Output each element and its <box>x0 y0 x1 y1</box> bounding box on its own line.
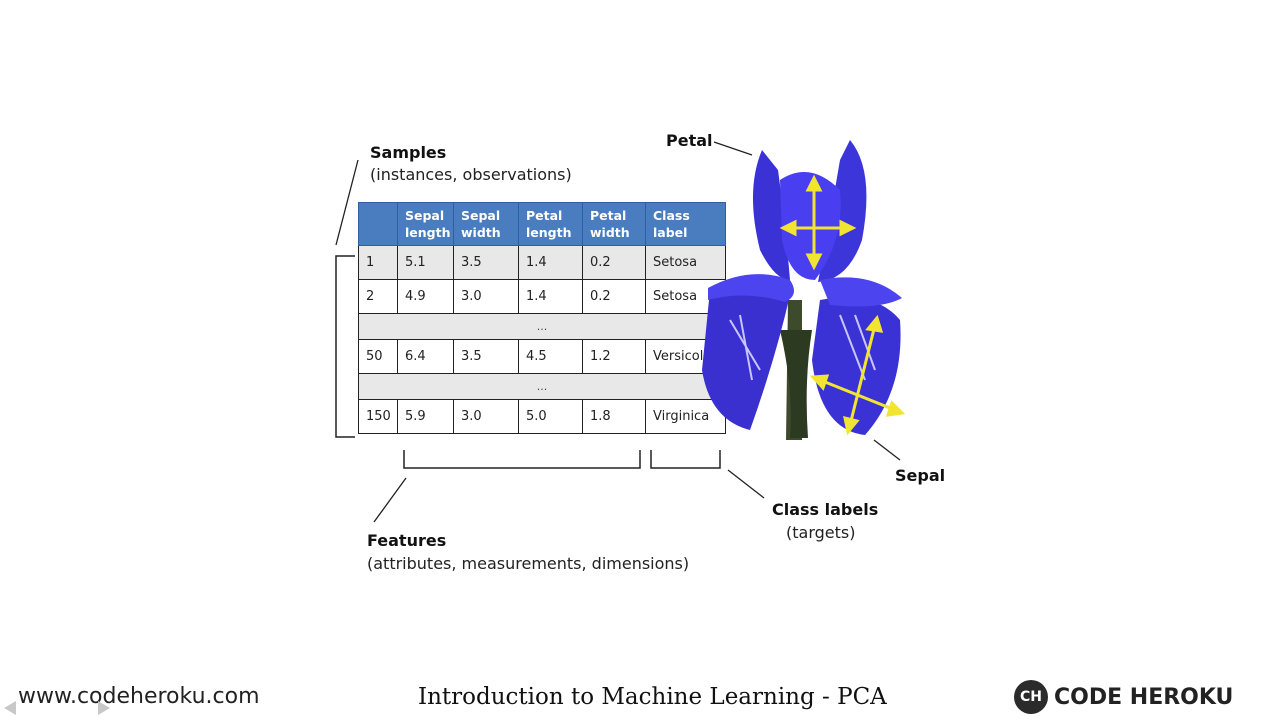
table-cell: 3.5 <box>453 339 519 374</box>
table-row: 1 5.1 3.5 1.4 0.2 Setosa <box>358 245 726 280</box>
features-subtitle: (attributes, measurements, dimensions) <box>367 554 690 573</box>
samples-bracket <box>335 255 355 438</box>
header-sepal-width: Sepal width <box>453 202 519 246</box>
sepal-label: Sepal <box>895 466 946 485</box>
website-link[interactable]: www.codeheroku.com <box>18 684 260 709</box>
table-cell: 2 <box>358 279 398 314</box>
table-ellipsis: ... <box>358 373 726 400</box>
brand-logo-icon: CH <box>1014 680 1048 714</box>
table-cell: Virginica <box>645 399 726 434</box>
table-cell: 6.4 <box>397 339 454 374</box>
header-sepal-length: Sepal length <box>397 202 454 246</box>
class-labels-subtitle: (targets) <box>786 523 856 542</box>
table-cell: 1.2 <box>582 339 646 374</box>
table-cell: 1.8 <box>582 399 646 434</box>
iris-flower-image <box>702 140 906 440</box>
table-cell: 1.4 <box>518 279 583 314</box>
samples-title: Samples <box>370 143 447 162</box>
table-row: 50 6.4 3.5 4.5 1.2 Versicolor <box>358 339 726 374</box>
table-cell: 1.4 <box>518 245 583 280</box>
petal-pointer-line <box>713 141 753 156</box>
table-cell: 0.2 <box>582 279 646 314</box>
table-cell: 3.0 <box>453 279 519 314</box>
header-index <box>358 202 398 246</box>
table-ellipsis-row: ... <box>358 373 726 400</box>
features-title: Features <box>367 531 447 550</box>
sepal-arrows <box>809 314 906 436</box>
table-header-row: Sepal length Sepal width Petal length Pe… <box>358 202 726 246</box>
table-cell: 4.9 <box>397 279 454 314</box>
table-row: 150 5.9 3.0 5.0 1.8 Virginica <box>358 399 726 434</box>
sepal-pointer-line <box>873 439 901 461</box>
samples-pointer-line <box>335 159 359 246</box>
brand-name: CODE HEROKU <box>1054 684 1234 710</box>
petal-label: Petal <box>666 131 713 150</box>
table-cell: 50 <box>358 339 398 374</box>
samples-subtitle: (instances, observations) <box>370 165 572 184</box>
prev-slide-icon <box>4 701 16 715</box>
table-cell: 3.5 <box>453 245 519 280</box>
header-petal-length: Petal length <box>518 202 583 246</box>
features-bracket <box>403 450 641 469</box>
table-row: 2 4.9 3.0 1.4 0.2 Setosa <box>358 279 726 314</box>
features-pointer-line <box>373 477 407 523</box>
table-cell: 5.9 <box>397 399 454 434</box>
class-labels-bracket <box>650 450 721 469</box>
brand: CH CODE HEROKU <box>1014 680 1233 714</box>
table-cell: 5.0 <box>518 399 583 434</box>
petal-arrows <box>779 174 857 271</box>
table-cell: 4.5 <box>518 339 583 374</box>
table-cell: 5.1 <box>397 245 454 280</box>
table-cell: 3.0 <box>453 399 519 434</box>
table-cell: 150 <box>358 399 398 434</box>
table-cell: 1 <box>358 245 398 280</box>
table-ellipsis-row: ... <box>358 313 726 340</box>
class-labels-pointer-line <box>727 469 765 499</box>
table-cell: Setosa <box>645 245 726 280</box>
class-labels-title: Class labels <box>772 500 879 519</box>
table-ellipsis: ... <box>358 313 726 340</box>
table-cell: 0.2 <box>582 245 646 280</box>
iris-data-table: Sepal length Sepal width Petal length Pe… <box>358 202 726 434</box>
next-slide-icon <box>98 701 110 715</box>
course-title: Introduction to Machine Learning - PCA <box>418 684 887 710</box>
header-petal-width: Petal width <box>582 202 646 246</box>
slide-nav-controls[interactable] <box>2 698 112 718</box>
